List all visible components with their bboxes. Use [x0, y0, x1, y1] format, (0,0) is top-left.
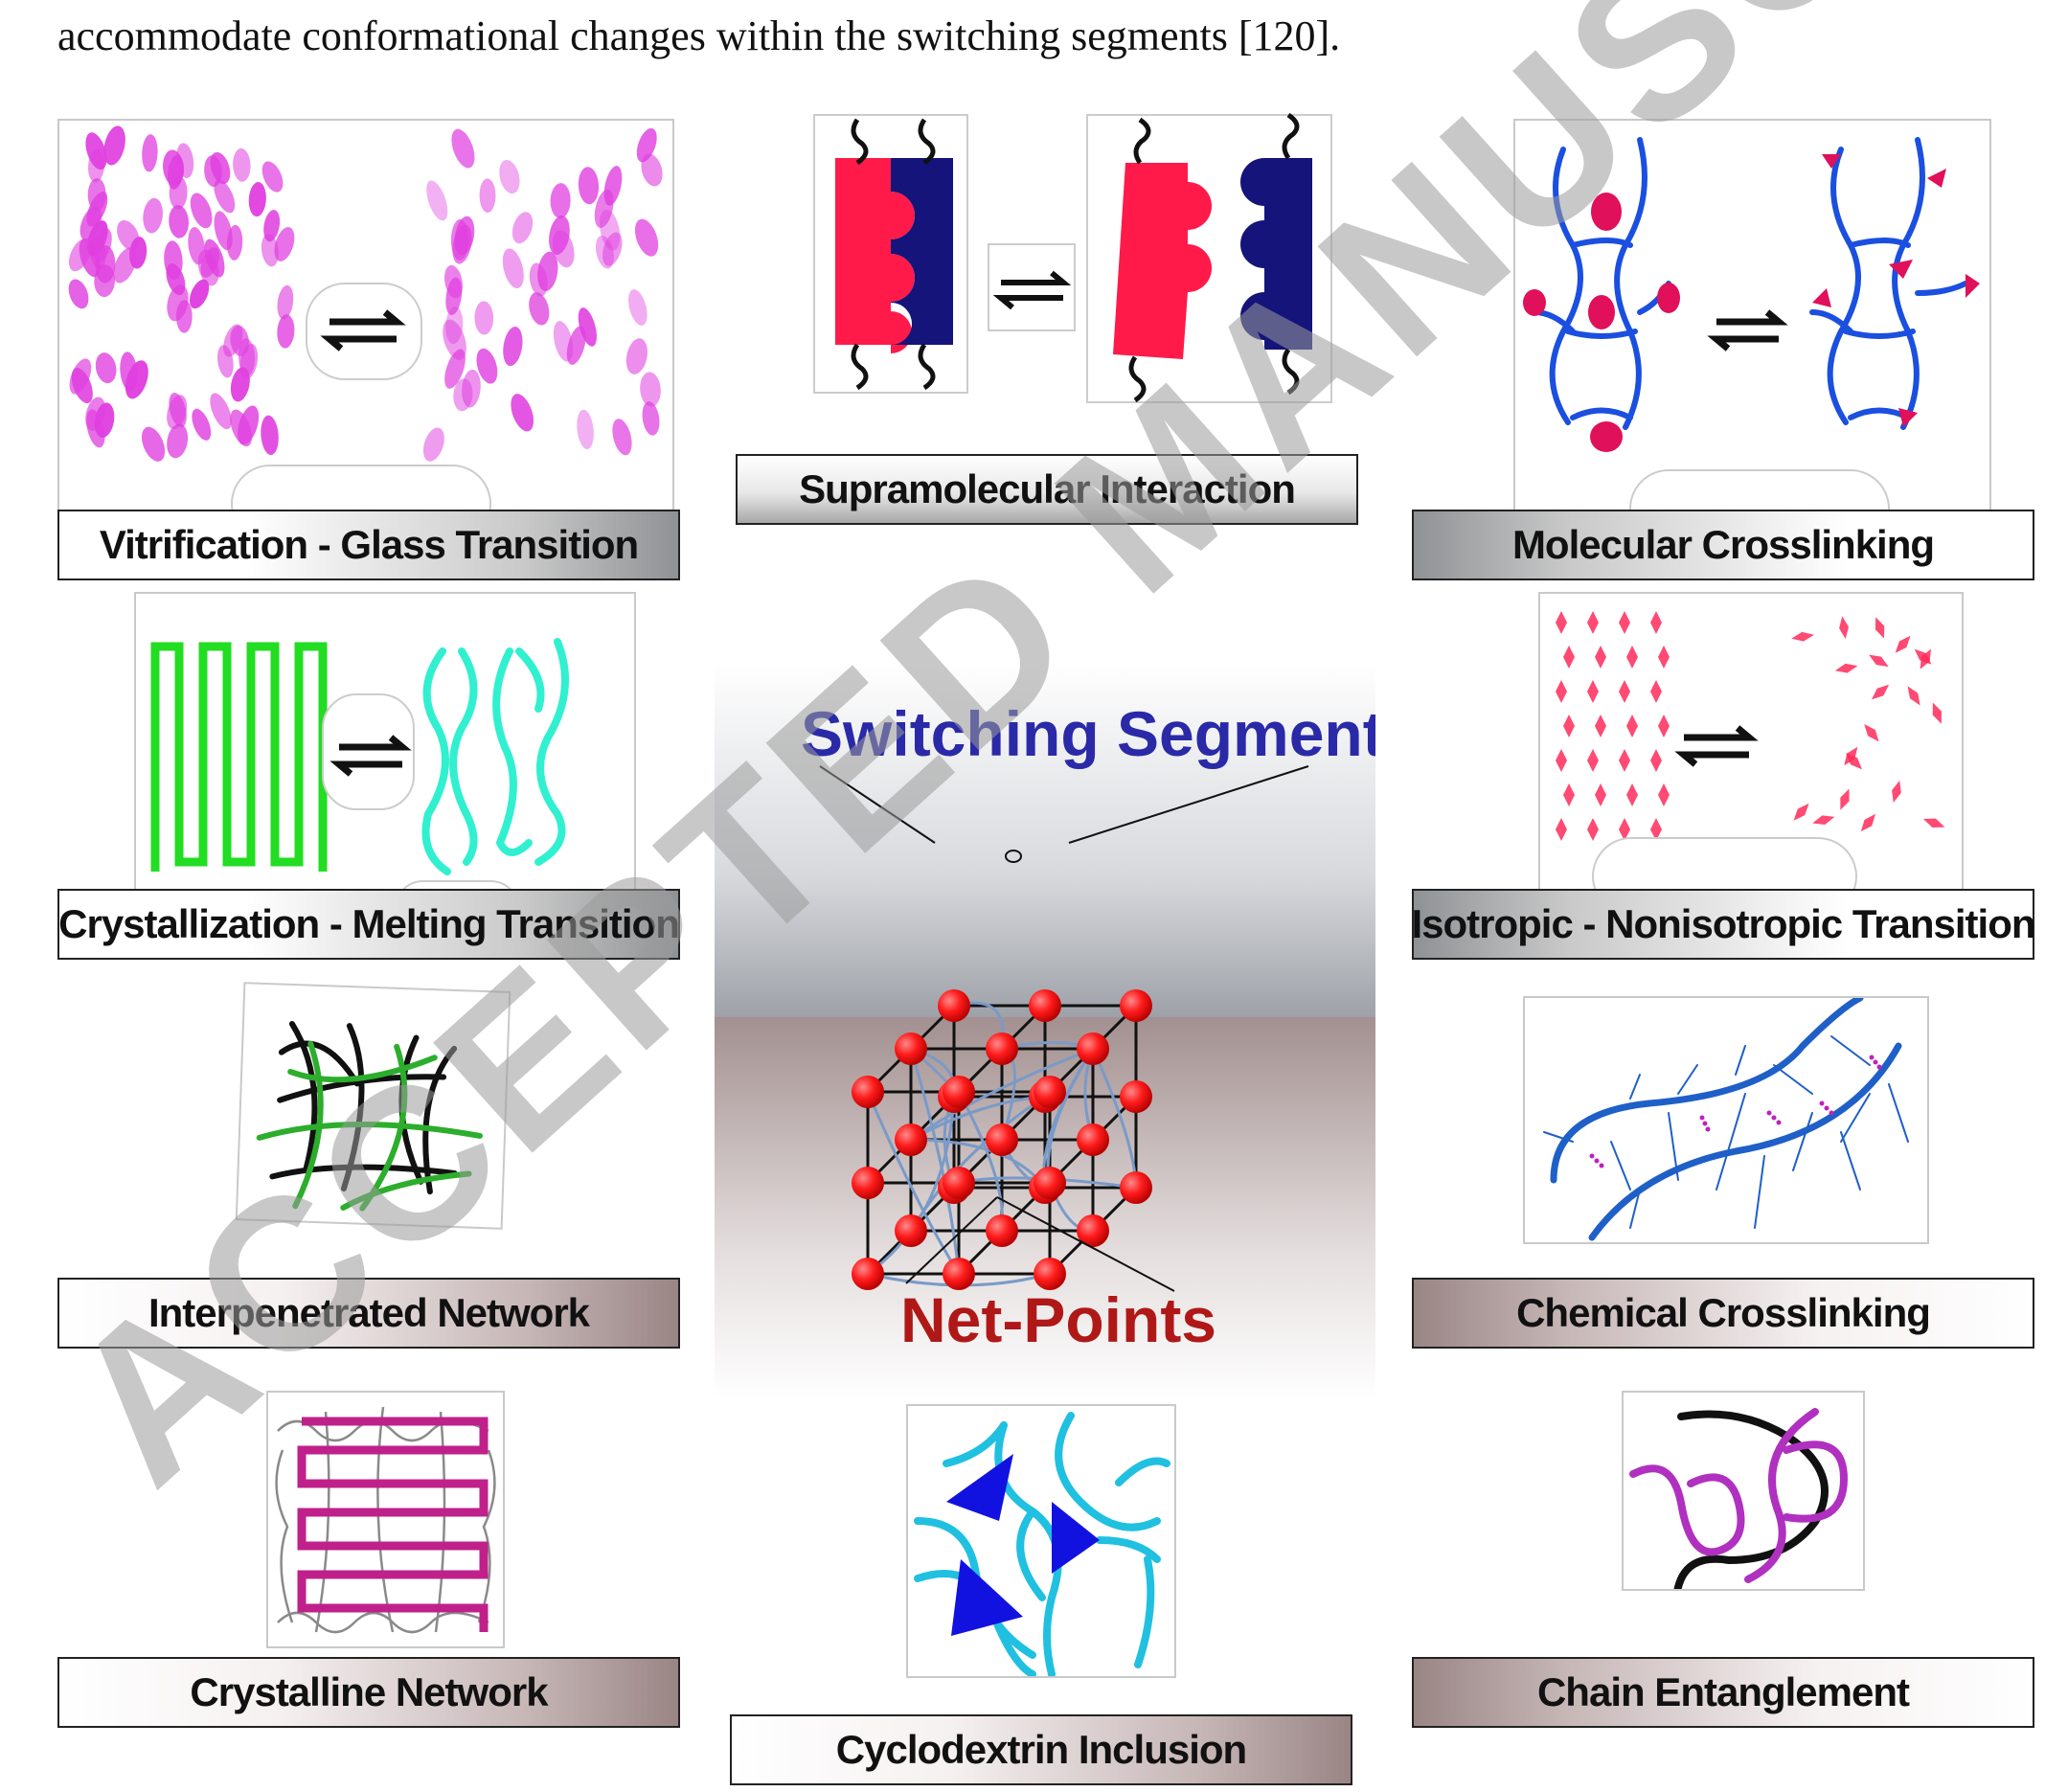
chemical-crosslinking-diagram [1543, 998, 1909, 1241]
cyclodextrin-cone-icon [946, 1454, 1013, 1521]
network-cube-diagram [715, 661, 1375, 1398]
net-point [1034, 1076, 1066, 1108]
net-point [986, 1214, 1018, 1247]
net-point [943, 1167, 975, 1199]
chain-entanglement-panel [1622, 1391, 1865, 1591]
vitrification-label: Vitrification - Glass Transition [57, 510, 680, 580]
interpenetrated-diagram [256, 1020, 483, 1212]
equilibrium-arrows-icon [329, 735, 412, 777]
crystalline-network-diagram [275, 1406, 496, 1634]
equilibrium-arrows-icon [320, 309, 406, 352]
net-point [895, 1032, 927, 1065]
cyclodextrin-cone-icon [951, 1559, 1023, 1636]
chain-entanglement-label: Chain Entanglement [1412, 1657, 2034, 1728]
net-point [1077, 1214, 1109, 1247]
equilibrium-arrows-icon [992, 270, 1072, 310]
interpenetrated-panel [235, 982, 511, 1230]
center-network: Switching Segment Net-Points [715, 661, 1375, 1398]
supramolecular-panel [805, 110, 1341, 407]
equilibrium-arrows-icon [1707, 309, 1788, 352]
molecular-crosslinking-diagram [1523, 137, 1980, 542]
net-point [1120, 1080, 1152, 1113]
net-point [852, 1258, 884, 1290]
net-point [943, 1076, 975, 1108]
vitrification-panel [57, 119, 674, 525]
net-point [1077, 1123, 1109, 1156]
equilibrium-arrows-icon [1674, 725, 1759, 767]
crystalline-network-panel [266, 1391, 505, 1648]
net-point [1034, 1167, 1066, 1199]
cyclodextrin-panel [906, 1404, 1176, 1678]
net-point [852, 1167, 884, 1199]
net-point [1120, 1171, 1152, 1204]
crystallization-diagram [150, 638, 569, 910]
supramolecular-diagram [813, 112, 1332, 403]
net-point [895, 1123, 927, 1156]
molecular-crosslinking-label: Molecular Crosslinking [1412, 510, 2034, 580]
net-point [986, 1032, 1018, 1065]
net-point [986, 1123, 1018, 1156]
chemical-crosslinking-panel [1523, 996, 1929, 1244]
molecular-crosslinking-panel [1513, 119, 1991, 544]
net-point [1034, 1258, 1066, 1290]
crystallization-panel [134, 592, 636, 912]
crystalline-network-label: Crystalline Network [57, 1657, 680, 1728]
switching-segment-title: Switching Segment [801, 698, 1375, 769]
net-point [943, 1258, 975, 1290]
intro-text: accommodate conformational changes withi… [57, 12, 1341, 59]
net-point [938, 989, 970, 1022]
cyclodextrin-label: Cyclodextrin Inclusion [730, 1714, 1352, 1785]
cyclodextrin-diagram [914, 1412, 1170, 1676]
cyclodextrin-cone-icon [1052, 1502, 1100, 1574]
isotropic-panel [1538, 592, 1964, 893]
supramolecular-label: Supramolecular Interaction [736, 454, 1358, 525]
chemical-crosslinking-label: Chemical Crosslinking [1412, 1278, 2034, 1349]
net-points-label: Net-Points [900, 1284, 1216, 1355]
net-point [852, 1076, 884, 1108]
net-point [895, 1214, 927, 1247]
net-point [1077, 1032, 1109, 1065]
interpenetrated-label: Interpenetrated Network [57, 1278, 680, 1349]
chain-entanglement-diagram [1629, 1408, 1849, 1589]
crystallization-label: Crystallization - Melting Transition [57, 889, 680, 960]
net-point [1029, 989, 1061, 1022]
vitrification-diagram [68, 125, 663, 523]
isotropic-label: Isotropic - Nonisotropic Transition [1411, 889, 2036, 960]
net-point [1120, 989, 1152, 1022]
isotropic-diagram [1556, 611, 1945, 891]
